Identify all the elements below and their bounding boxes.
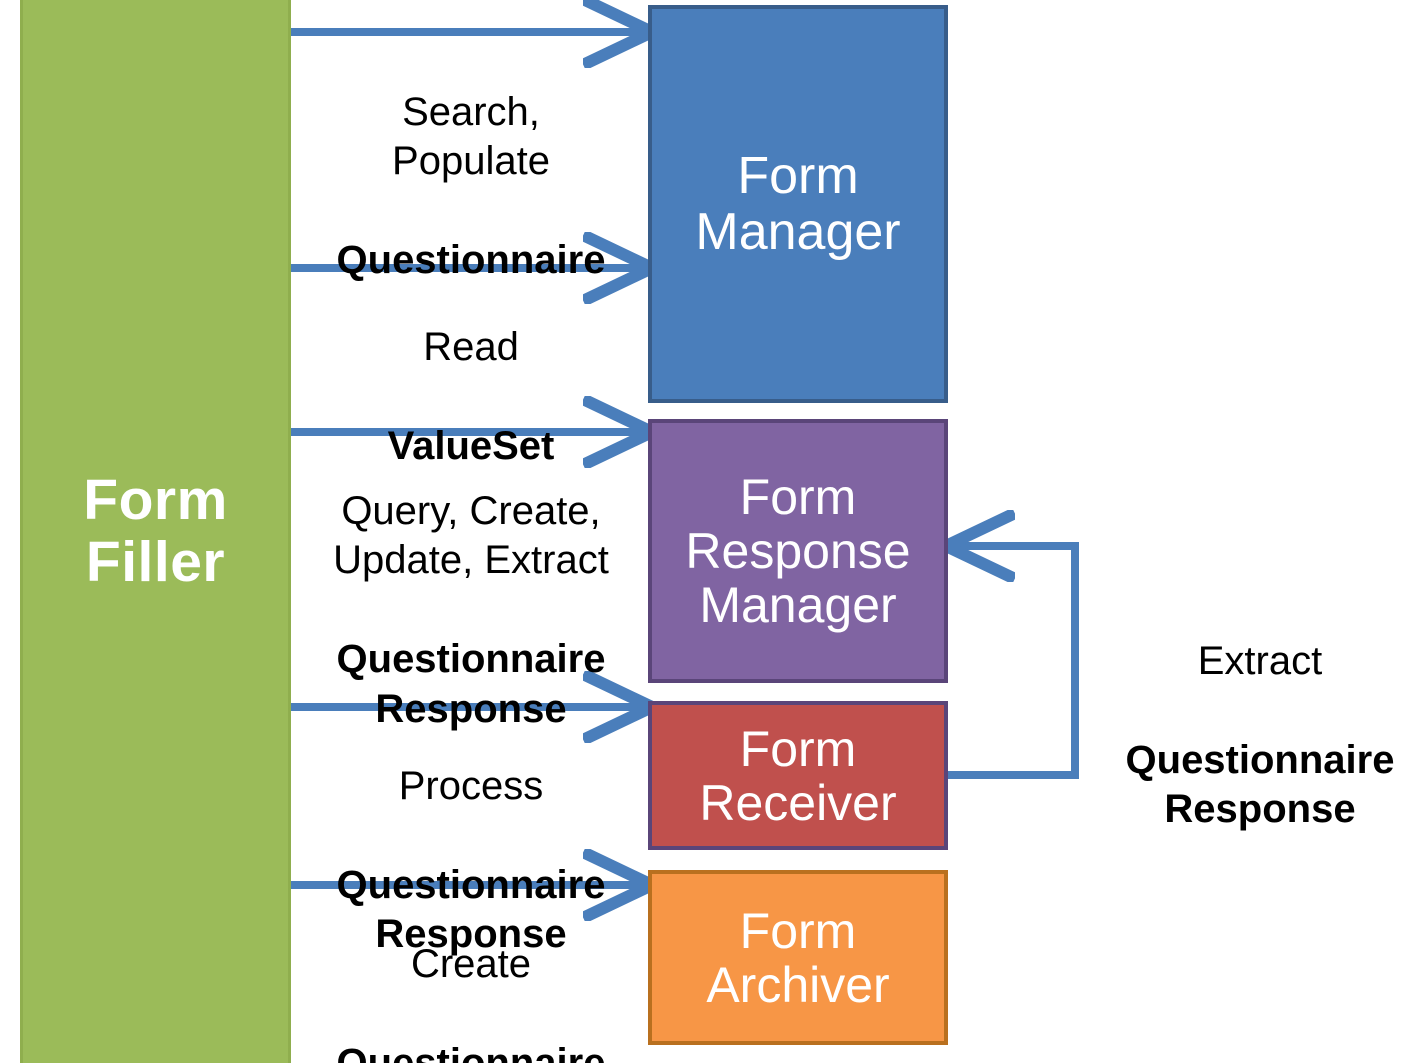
edge-label-resource: Questionnaire	[336, 238, 606, 283]
node-form-response-manager[interactable]: Form Response Manager	[648, 419, 948, 683]
node-form-receiver-label: Form Receiver	[699, 720, 897, 831]
edge-label-search-populate: Search, Populate Questionnaire	[296, 38, 646, 336]
edge-label-lead: Query, Create, Update, Extract	[333, 488, 609, 583]
node-form-archiver-label: Form Archiver	[706, 902, 890, 1013]
node-form-manager-label: Form Manager	[695, 146, 901, 261]
edge-label-resource: Questionnaire Response	[336, 1040, 606, 1063]
arrow-extract-feedback	[948, 546, 1079, 779]
edge-label-resource: Questionnaire Response	[336, 862, 606, 957]
node-form-response-manager-label: Form Response Manager	[685, 469, 911, 633]
edge-label-create: Create Questionnaire Response	[296, 890, 646, 1063]
edge-label-resource: ValueSet	[387, 423, 555, 468]
edge-label-lead: Search, Populate	[392, 89, 550, 184]
node-form-receiver[interactable]: Form Receiver	[648, 701, 948, 850]
edge-label-extract: Extract Questionnaire Response	[1110, 587, 1410, 885]
edge-label-resource: Questionnaire Response	[336, 637, 606, 731]
edge-label-lead: Read	[423, 324, 519, 369]
node-form-filler-label: Form Filler	[83, 467, 228, 594]
node-form-filler[interactable]: Form Filler	[20, 0, 291, 1063]
edge-label-query-crud: Query, Create, Update, Extract Questionn…	[296, 437, 646, 784]
edge-label-lead: Process	[398, 763, 544, 808]
edge-label-process: Process Questionnaire Response	[296, 712, 646, 1010]
edge-label-read-valueset: Read ValueSet	[296, 273, 646, 521]
node-form-archiver[interactable]: Form Archiver	[648, 870, 948, 1045]
node-form-manager[interactable]: Form Manager	[648, 5, 948, 403]
edge-label-lead: Extract	[1197, 638, 1323, 683]
edge-label-lead: Create	[410, 941, 532, 986]
edge-label-resource: Questionnaire Response	[1125, 737, 1395, 832]
